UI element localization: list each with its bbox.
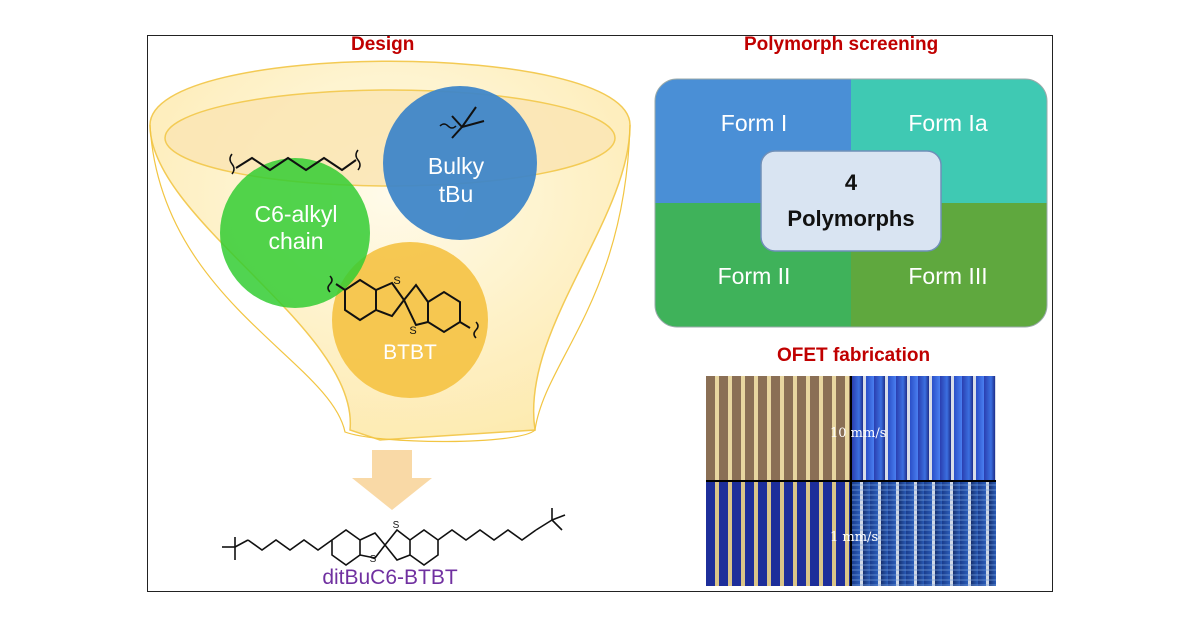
bulky-label-line2: tBu bbox=[439, 181, 474, 207]
polymorph-count: 4 bbox=[845, 170, 858, 195]
alkyl-structure bbox=[229, 149, 361, 175]
product-name: ditBuC6-BTBT bbox=[322, 566, 458, 589]
funnel-outline bbox=[149, 124, 631, 443]
polymorph-center-box bbox=[760, 150, 942, 252]
polymorph-grid bbox=[655, 79, 1047, 327]
polymorph-heading: Polymorph screening bbox=[744, 34, 939, 55]
bulky-label-line1: Bulky bbox=[428, 153, 485, 179]
btbt-sulfur-2: S bbox=[409, 325, 416, 337]
btbt-circle bbox=[332, 242, 488, 398]
alkyl-circle bbox=[220, 158, 370, 308]
polymorph-center-label: Polymorphs bbox=[787, 206, 914, 231]
alkyl-label-line2: chain bbox=[269, 228, 324, 254]
btbt-label: BTBT bbox=[383, 341, 437, 364]
ofet-heading: OFET fabrication bbox=[777, 345, 931, 366]
speed-label-fast: 10 mm/s bbox=[830, 426, 887, 441]
ofet-micrograph-grid: 10 mm/s 1 mm/s bbox=[706, 376, 996, 586]
btbt-sulfur-1: S bbox=[393, 275, 400, 287]
product-sulfur-1: S bbox=[393, 520, 400, 531]
product-sulfur-2: S bbox=[370, 554, 377, 565]
design-arrow bbox=[352, 450, 432, 510]
micrograph-bottom-right bbox=[852, 482, 996, 586]
form-iii-label: Form III bbox=[908, 263, 987, 289]
design-heading: Design bbox=[351, 34, 415, 55]
form-i-label: Form I bbox=[721, 110, 787, 136]
alkyl-label-line1: C6-alkyl bbox=[254, 201, 337, 227]
bulky-circle bbox=[383, 86, 537, 240]
product-structure bbox=[222, 508, 566, 566]
micrograph-top-left bbox=[706, 376, 850, 480]
speed-label-slow: 1 mm/s bbox=[830, 530, 879, 545]
tbu-structure bbox=[439, 106, 485, 139]
form-ii-label: Form II bbox=[718, 263, 791, 289]
micrograph-bottom-left bbox=[706, 482, 850, 586]
micrograph-top-right bbox=[852, 376, 996, 480]
btbt-structure bbox=[327, 275, 479, 339]
form-ia-label: Form Ia bbox=[908, 110, 987, 136]
